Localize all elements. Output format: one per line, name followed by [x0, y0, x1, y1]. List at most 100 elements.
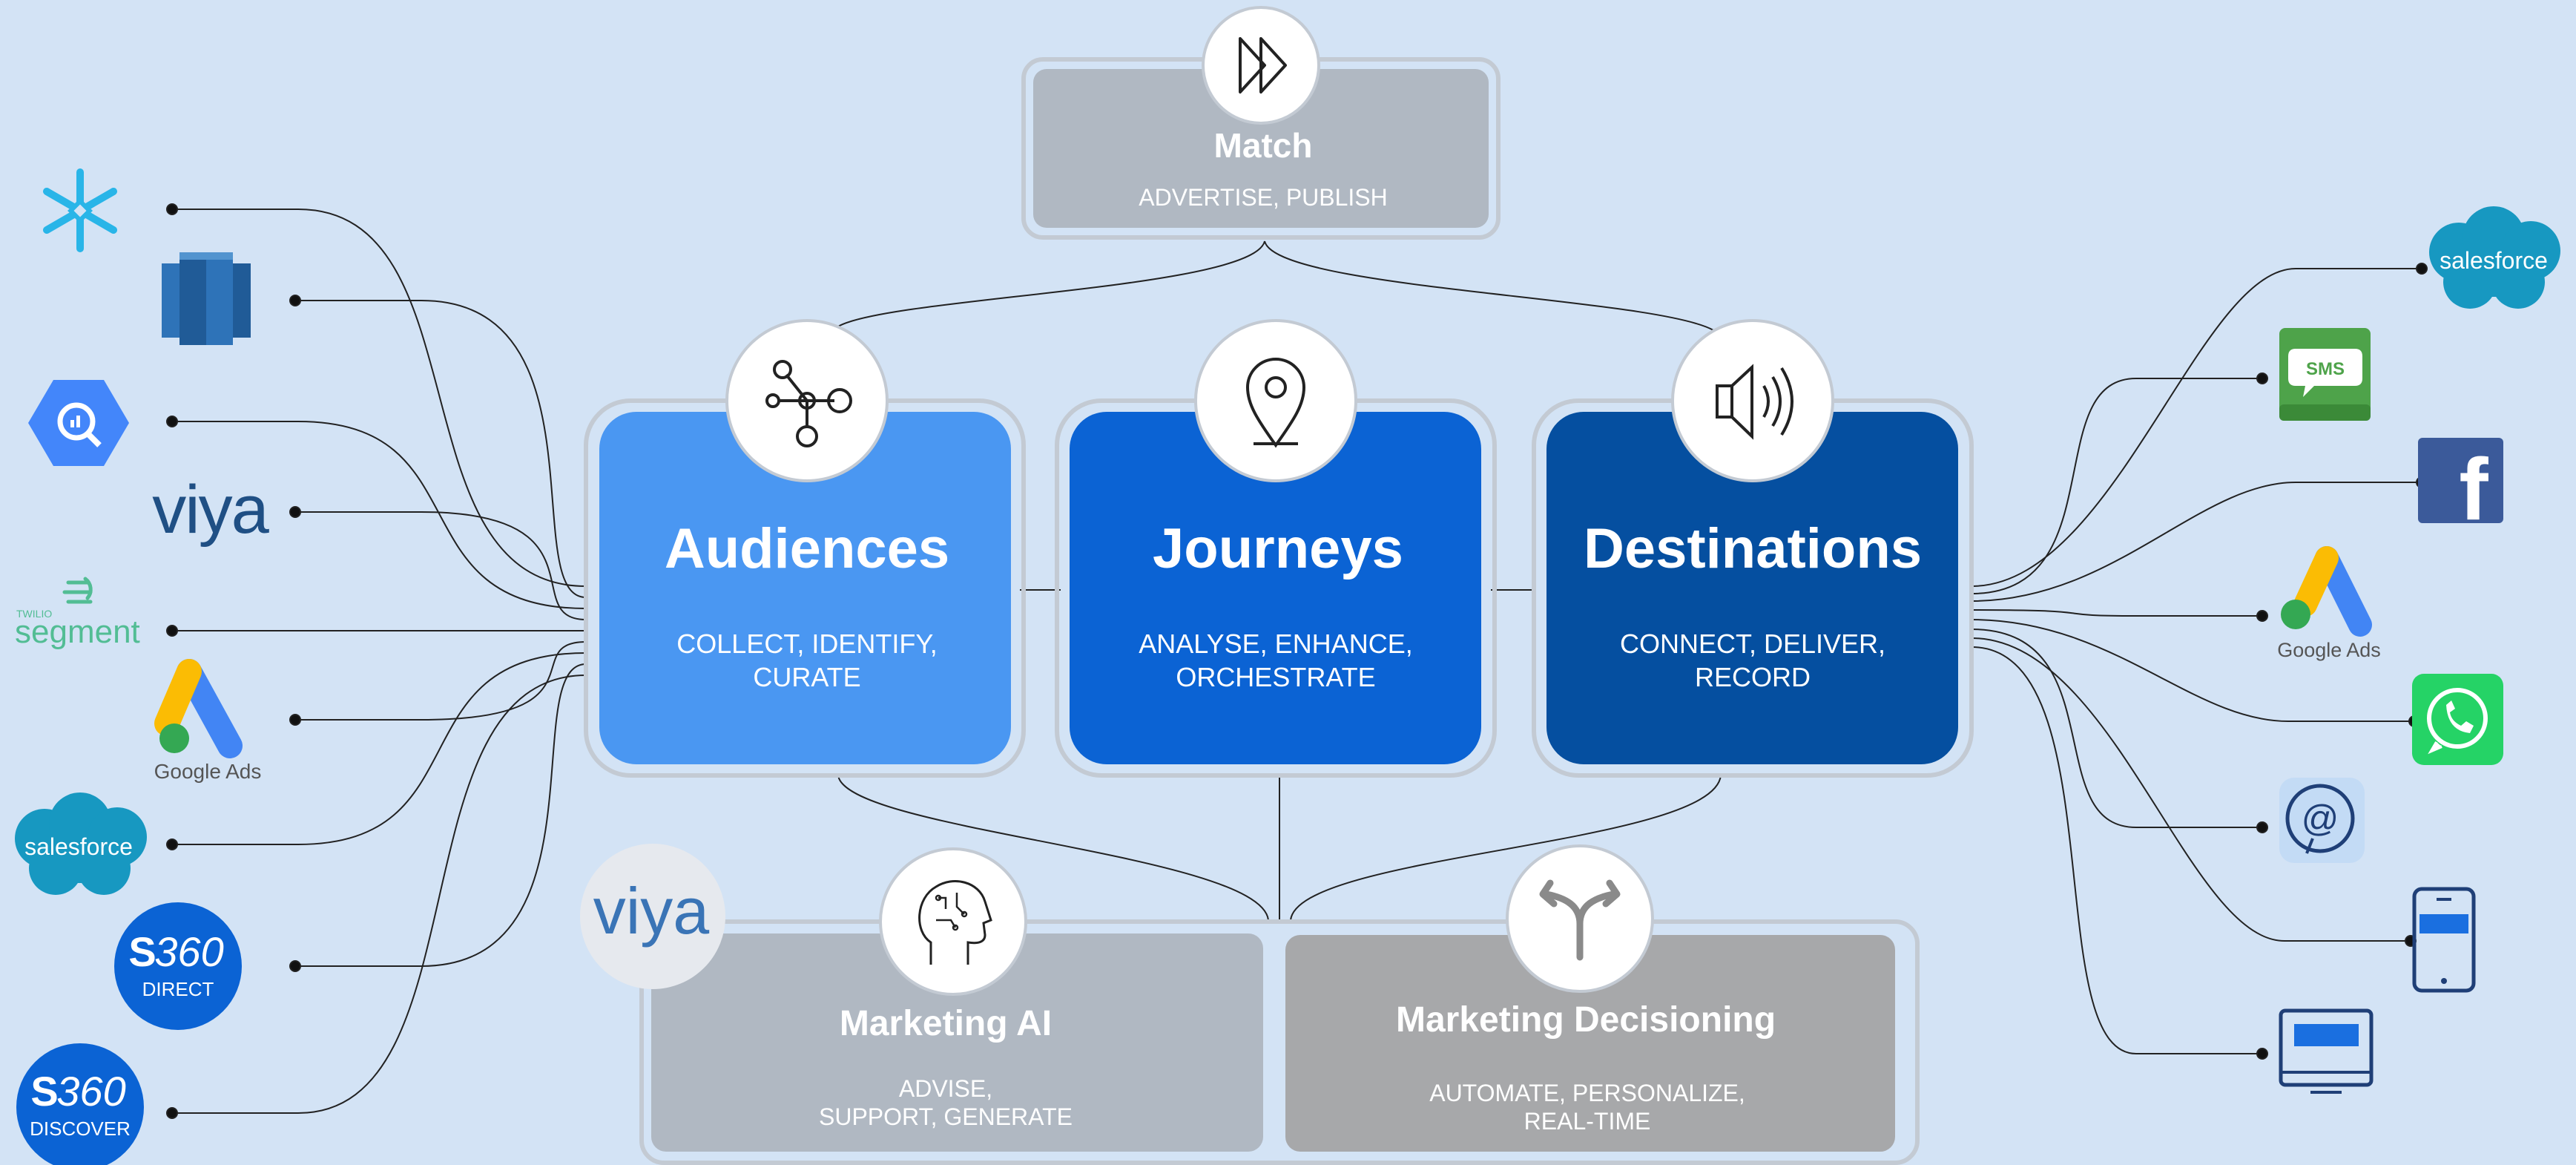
marketing-decisioning-card[interactable]: Marketing Decisioning AUTOMATE, PERSONAL…: [1285, 935, 1895, 1152]
journeys-card[interactable]: Journeys ANALYSE, ENHANCE, ORCHESTRATE: [1055, 398, 1497, 778]
connector-dot: [166, 1107, 178, 1119]
marketing-decisioning-line-1: AUTOMATE, PERSONALIZE,: [1429, 1080, 1745, 1106]
journeys-line-1: ANALYSE, ENHANCE,: [1139, 629, 1412, 659]
svg-text:SMS: SMS: [2306, 359, 2345, 379]
audiences-line-2: CURATE: [753, 662, 860, 692]
audiences-title: Audiences: [665, 517, 949, 580]
whatsapp-icon[interactable]: [2412, 674, 2503, 765]
destinations-card[interactable]: Destinations CONNECT, DELIVER, RECORD: [1532, 398, 1974, 778]
source-connector: [295, 663, 587, 967]
svg-text:DISCOVER: DISCOVER: [30, 1118, 131, 1140]
svg-text:S: S: [128, 928, 156, 975]
svg-text:viya: viya: [593, 874, 710, 948]
sas-360-discover-logo[interactable]: 360 S DISCOVER: [16, 1043, 144, 1165]
svg-text:Google Ads: Google Ads: [2277, 639, 2381, 661]
connector-dot: [2256, 610, 2268, 622]
destination-logos: salesforce SMS f Google Ads: [2277, 206, 2560, 1094]
destination-connector: [1971, 378, 2262, 594]
fast-forward-icon: [1202, 6, 1320, 125]
destinations-line-2: RECORD: [1695, 662, 1811, 692]
audiences-card[interactable]: Audiences COLLECT, IDENTIFY, CURATE: [584, 398, 1026, 778]
sms-icon[interactable]: SMS: [2279, 328, 2371, 421]
marketing-ai-card[interactable]: Marketing AI ADVISE, SUPPORT, GENERATE: [651, 933, 1263, 1152]
svg-text:360: 360: [56, 1068, 125, 1115]
connector-dot: [289, 960, 301, 972]
destination-connector: [1971, 268, 2422, 587]
network-nodes-icon: [725, 319, 889, 482]
destination-connector: [1971, 646, 2262, 1054]
marketing-decisioning-line-2: REAL-TIME: [1524, 1108, 1651, 1135]
marketing-decisioning-title: Marketing Decisioning: [1396, 1000, 1776, 1040]
journeys-line-2: ORCHESTRATE: [1176, 662, 1375, 692]
facebook-icon[interactable]: f: [2418, 438, 2503, 539]
google-ads-logo[interactable]: Google Ads: [154, 659, 262, 783]
svg-text:segment: segment: [15, 614, 140, 650]
source-connector: [295, 300, 587, 598]
connector-dot: [2256, 821, 2268, 833]
match-subtitle: ADVERTISE, PUBLISH: [1139, 184, 1388, 211]
viya-badge: viya: [580, 844, 725, 989]
source-connectors: [166, 203, 587, 1119]
tablet-icon[interactable]: [2279, 1008, 2374, 1094]
match-box[interactable]: Match ADVERTISE, PUBLISH: [1021, 57, 1501, 240]
connector-dot: [2416, 263, 2428, 275]
destination-connector: [1971, 609, 2262, 617]
bottom-container: [639, 919, 1920, 1165]
speaker-icon: [1671, 319, 1834, 482]
destination-connector: [1971, 637, 2411, 942]
marketing-ai-line-1: ADVISE,: [899, 1075, 992, 1102]
mobile-phone-icon[interactable]: [2412, 887, 2476, 993]
salesforce-logo[interactable]: salesforce: [15, 792, 147, 895]
connector-dot: [166, 203, 178, 215]
destinations-line-1: CONNECT, DELIVER,: [1620, 629, 1885, 659]
source-connector: [295, 511, 587, 620]
connector-dot: [289, 714, 301, 726]
bigquery-logo[interactable]: [28, 380, 129, 466]
destinations-title: Destinations: [1584, 517, 1922, 580]
segment-logo[interactable]: TWILIO segment: [15, 577, 140, 650]
viya-logo[interactable]: viya: [152, 472, 271, 548]
svg-text:DIRECT: DIRECT: [142, 978, 214, 1000]
snowflake-logo[interactable]: [43, 168, 117, 252]
journeys-title: Journeys: [1153, 517, 1403, 580]
email-at-icon[interactable]: @: [2279, 778, 2365, 863]
svg-text:360: 360: [154, 928, 223, 975]
destination-connector: [1971, 619, 2414, 722]
marketing-ai-title: Marketing AI: [840, 1004, 1052, 1043]
svg-text:salesforce: salesforce: [24, 833, 133, 860]
connector-dot: [2256, 373, 2268, 384]
split-arrow-icon: [1506, 844, 1654, 993]
source-logos: viya TWILIO segment Google Ads: [15, 168, 271, 1165]
connector-dot: [166, 416, 178, 427]
marketing-ai-line-2: SUPPORT, GENERATE: [819, 1103, 1073, 1130]
match-title: Match: [1214, 126, 1313, 165]
svg-text:f: f: [2459, 441, 2488, 539]
connector-dot: [166, 839, 178, 850]
source-connector: [172, 652, 587, 845]
connector-dot: [166, 625, 178, 637]
salesforce-logo[interactable]: salesforce: [2429, 206, 2560, 309]
center-connectors: [837, 240, 1722, 921]
svg-text:TWILIO: TWILIO: [16, 608, 52, 620]
svg-text:Google Ads: Google Ads: [154, 760, 262, 783]
source-connector: [172, 675, 587, 1114]
destination-connector: [1971, 629, 2262, 828]
connector-dot: [289, 295, 301, 306]
sas-360-direct-logo[interactable]: 360 S DIRECT: [114, 902, 242, 1030]
location-pin-icon: [1194, 319, 1357, 482]
source-connector: [172, 421, 587, 609]
svg-text:S: S: [30, 1068, 58, 1115]
destination-connector: [1971, 482, 2422, 602]
ai-head-icon: [879, 847, 1027, 996]
source-connector: [295, 641, 587, 721]
connector-dot: [2256, 1048, 2268, 1060]
connector-dot: [289, 506, 301, 518]
redshift-logo[interactable]: [162, 252, 251, 345]
svg-text:salesforce: salesforce: [2440, 247, 2548, 274]
audiences-line-1: COLLECT, IDENTIFY,: [676, 629, 937, 659]
source-connector: [172, 209, 587, 587]
google-ads-logo[interactable]: Google Ads: [2277, 546, 2381, 661]
svg-text:viya: viya: [152, 472, 269, 548]
svg-text:@: @: [2302, 798, 2339, 839]
